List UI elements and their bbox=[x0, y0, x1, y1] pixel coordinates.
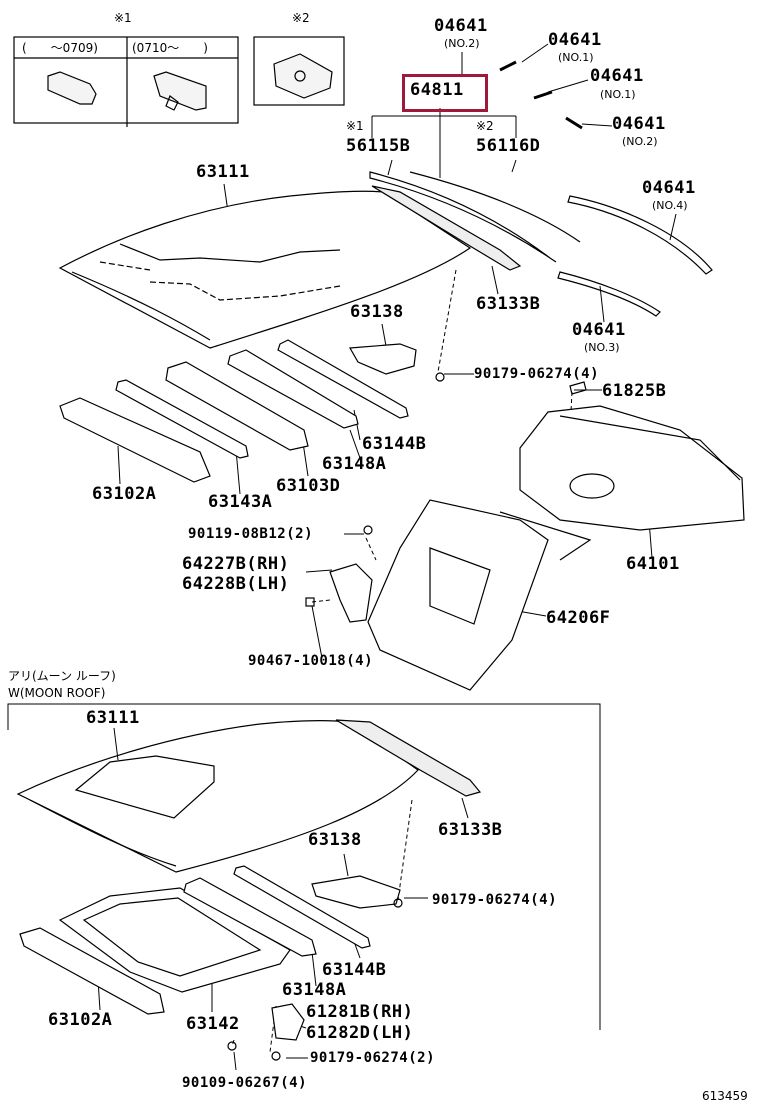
part-label-04641-no2-b[interactable]: 04641 bbox=[612, 114, 666, 134]
part-label-04641-no1-a[interactable]: 04641 bbox=[548, 30, 602, 50]
part-label-56116d[interactable]: 56116D bbox=[476, 136, 541, 156]
part-label-63111-bottom[interactable]: 63111 bbox=[86, 708, 140, 728]
roof-panel-63111 bbox=[58, 190, 472, 349]
part-label-61281b[interactable]: 61281B(RH) bbox=[306, 1002, 414, 1022]
part-label-90467[interactable]: 90467-10018(4) bbox=[248, 653, 374, 669]
part-label-64811[interactable]: 64811 bbox=[410, 80, 464, 100]
part-label-90109[interactable]: 90109-06267(4) bbox=[182, 1075, 308, 1091]
fasteners-bottom bbox=[227, 898, 403, 1061]
mark-2-top: ※2 bbox=[476, 119, 494, 133]
inset-mark-1: ※1 bbox=[114, 11, 132, 25]
part-label-64101[interactable]: 64101 bbox=[626, 554, 680, 574]
part-sub-04641-no4: (NO.4) bbox=[652, 199, 688, 212]
inset-box-2 bbox=[253, 36, 345, 106]
roof-bows bbox=[59, 339, 417, 483]
highlight-box[interactable] bbox=[402, 74, 488, 112]
part-label-04641-no4[interactable]: 04641 bbox=[642, 178, 696, 198]
part-label-90179-4-bottom[interactable]: 90179-06274(4) bbox=[432, 892, 558, 908]
part-label-63142[interactable]: 63142 bbox=[186, 1014, 240, 1034]
part-label-63111-top[interactable]: 63111 bbox=[196, 162, 250, 182]
part-sub-04641-no3: (NO.3) bbox=[584, 341, 620, 354]
moonroof-heading-jp: アリ(ムーン ルーフ) bbox=[8, 669, 116, 683]
bow-63148a bbox=[183, 877, 317, 957]
part-label-04641-no3[interactable]: 04641 bbox=[572, 320, 626, 340]
part-label-63148a-top[interactable]: 63148A bbox=[322, 454, 387, 474]
part-sub-04641-no1-a: (NO.1) bbox=[558, 51, 594, 64]
part-label-64228b[interactable]: 64228B(LH) bbox=[182, 574, 290, 594]
part-sub-04641-no1-b: (NO.1) bbox=[600, 88, 636, 101]
part-label-04641-no1-b[interactable]: 04641 bbox=[590, 66, 644, 86]
part-label-63138-top[interactable]: 63138 bbox=[350, 302, 404, 322]
roof-panel-moonroof-63111 bbox=[16, 719, 482, 873]
bracket-63138 bbox=[311, 875, 401, 909]
part-label-63102a-top[interactable]: 63102A bbox=[92, 484, 157, 504]
part-label-63143a[interactable]: 63143A bbox=[208, 492, 273, 512]
gusset-64227b bbox=[329, 563, 373, 623]
mark-1-top: ※1 bbox=[346, 119, 364, 133]
front-header-63102a bbox=[19, 927, 165, 1015]
part-label-64206f[interactable]: 64206F bbox=[546, 608, 611, 628]
part-label-63103d[interactable]: 63103D bbox=[276, 476, 341, 496]
inset-range-col2: (0710～ ) bbox=[132, 41, 208, 55]
moonroof-section-box bbox=[7, 703, 601, 1030]
inset-box-1 bbox=[13, 36, 239, 127]
bow-63144b bbox=[233, 865, 371, 949]
part-label-04641-no2-a[interactable]: 04641 bbox=[434, 16, 488, 36]
part-label-63133b-bottom[interactable]: 63133B bbox=[438, 820, 503, 840]
part-label-64227b[interactable]: 64227B(RH) bbox=[182, 554, 290, 574]
part-label-90179-4-top[interactable]: 90179-06274(4) bbox=[474, 366, 600, 382]
part-label-90179-2-bottom[interactable]: 90179-06274(2) bbox=[310, 1050, 436, 1066]
part-label-63102a-bottom[interactable]: 63102A bbox=[48, 1010, 113, 1030]
inset-range-col1: ( ～0709) bbox=[22, 41, 98, 55]
part-sub-04641-no2-b: (NO.2) bbox=[622, 135, 658, 148]
part-label-63144b-top[interactable]: 63144B bbox=[362, 434, 427, 454]
part-label-90119[interactable]: 90119-08B12(2) bbox=[188, 526, 314, 542]
bracket-61281b bbox=[271, 1003, 305, 1041]
moonroof-heading-en: W(MOON ROOF) bbox=[8, 686, 106, 700]
part-label-63133b-top[interactable]: 63133B bbox=[476, 294, 541, 314]
part-label-63148a-bottom[interactable]: 63148A bbox=[282, 980, 347, 1000]
part-label-63138-bottom[interactable]: 63138 bbox=[308, 830, 362, 850]
part-sub-04641-no2-a: (NO.2) bbox=[444, 37, 480, 50]
fasteners-top bbox=[305, 372, 587, 607]
inset-mark-2: ※2 bbox=[292, 11, 310, 25]
rear-floor-64101 bbox=[519, 405, 745, 531]
figure-number: 613459 bbox=[702, 1089, 748, 1103]
back-panel-64206f bbox=[367, 499, 592, 691]
leader-lines-bottom bbox=[97, 727, 469, 1071]
sunroof-frame-63142 bbox=[58, 887, 291, 993]
part-label-61282d[interactable]: 61282D(LH) bbox=[306, 1023, 414, 1043]
roof-mouldings bbox=[369, 60, 713, 317]
part-label-56115b[interactable]: 56115B bbox=[346, 136, 411, 156]
part-label-61825b[interactable]: 61825B bbox=[602, 381, 667, 401]
part-label-63144b-bottom[interactable]: 63144B bbox=[322, 960, 387, 980]
